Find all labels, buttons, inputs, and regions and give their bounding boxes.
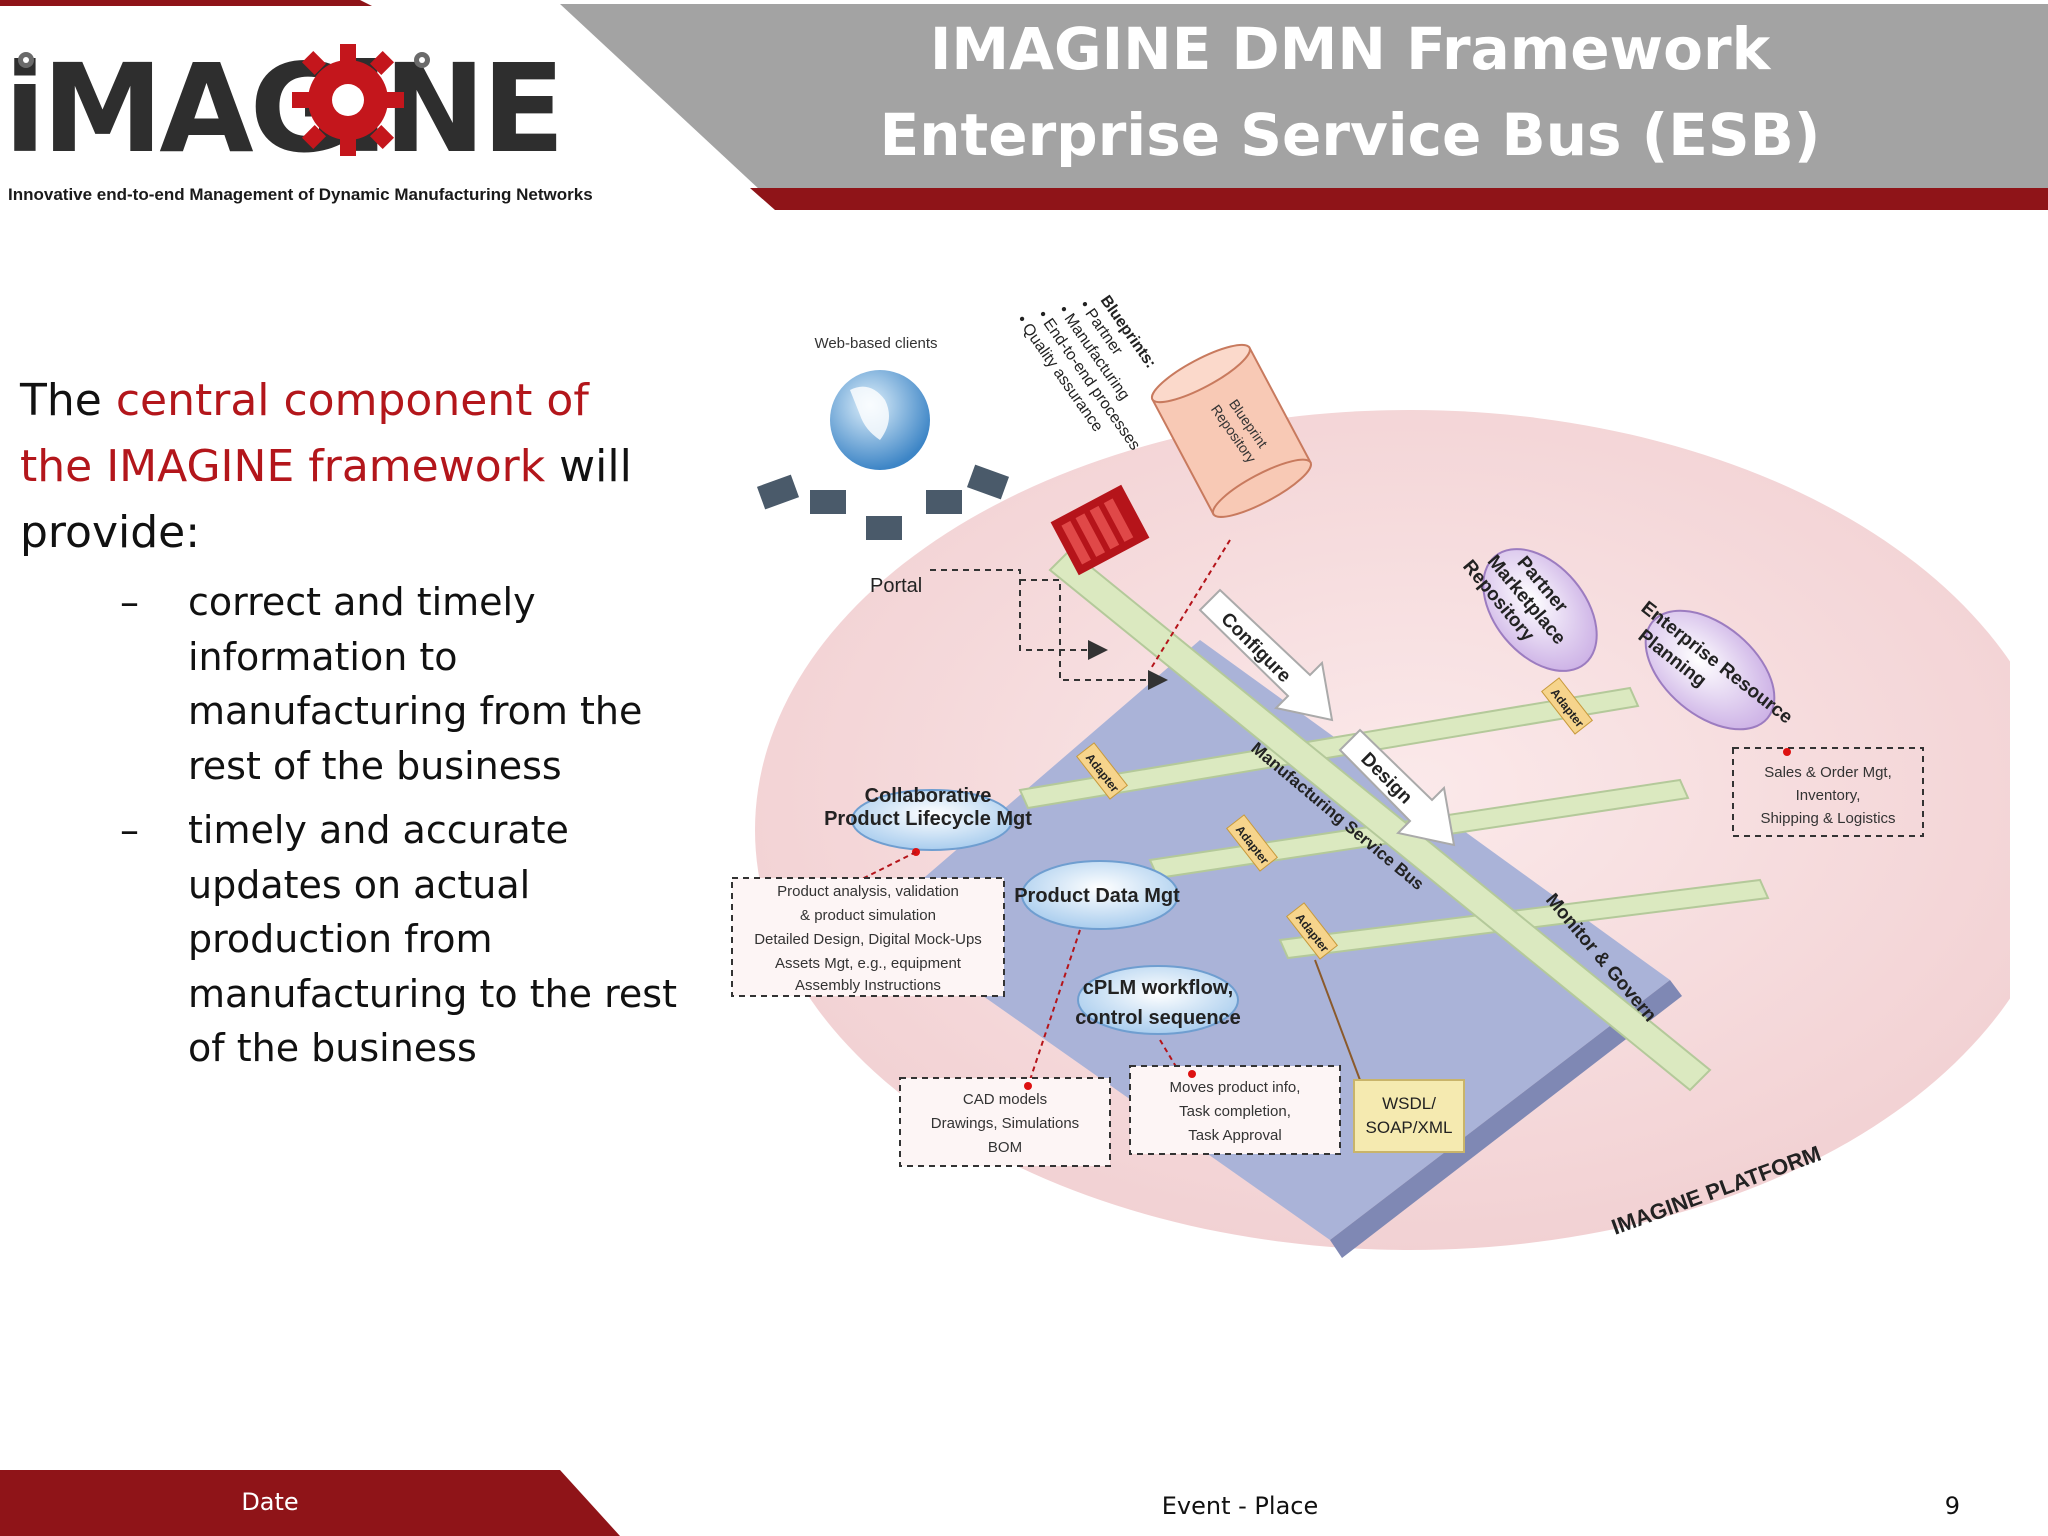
erp-note: Sales & Order Mgt, Inventory, Shipping &… [1732, 747, 1924, 837]
collab-note: Product analysis, validation & product s… [731, 877, 1005, 997]
bar-top [1018, 686, 1640, 810]
collab-note-line: Product analysis, validation [777, 883, 959, 900]
imagine-logo: iMAGiNE Innovative end-to-end Management… [0, 30, 640, 210]
wsdl-box: WSDL/ SOAP/XML [1353, 1079, 1465, 1153]
intro-prefix: The [20, 375, 116, 426]
erp-note-line: Inventory, [1796, 787, 1861, 804]
cad-note-line: CAD models [963, 1091, 1047, 1108]
bullet-list: – correct and timely information to manuf… [120, 575, 680, 1086]
moves-note-line: Task Approval [1188, 1127, 1281, 1144]
header-red-stripe [750, 188, 2048, 210]
repository-connector [1149, 539, 1231, 671]
cad-note-line: BOM [988, 1139, 1022, 1156]
intro-suffix: will provide: [20, 441, 632, 558]
collaborative-plm-node: Collaborative Product Lifecycle Mgt [824, 785, 1032, 856]
laptop-icons [756, 464, 1010, 540]
erp-note-line: Shipping & Logistics [1760, 810, 1895, 827]
bullet-item: – correct and timely information to manuf… [120, 575, 680, 793]
pdm-label: Product Data Mgt [1014, 885, 1180, 907]
header-gray-band [560, 4, 2048, 190]
moves-note: Moves product info, Task completion, Tas… [1129, 1065, 1341, 1155]
bullet-dash: – [120, 808, 139, 852]
gear-icon [292, 44, 404, 156]
cplm-label: cPLM workflow, [1083, 977, 1233, 999]
cplm-workflow-node: cPLM workflow, control sequence [1075, 965, 1241, 1035]
blueprint-repository [1150, 343, 1312, 518]
bullet-text: correct and timely information to manufa… [188, 580, 643, 788]
footer-red-band [0, 1470, 620, 1536]
footer-event: Event - Place [1161, 1492, 1319, 1520]
logo-wordmark: iMAGiNE [4, 38, 565, 180]
collab-note-line: Detailed Design, Digital Mock-Ups [754, 931, 982, 948]
slide-title-line-1: IMAGINE DMN Framework [929, 15, 1771, 83]
intro-paragraph: The central component of the IMAGINE fra… [20, 368, 660, 566]
logo-tagline: Innovative end-to-end Management of Dyna… [8, 185, 593, 204]
slide-title-line-2: Enterprise Service Bus (ESB) [879, 101, 1821, 169]
header-band [0, 0, 2048, 210]
adapter-box: Adapter [1541, 677, 1594, 735]
bullet-text: timely and accurate updates on actual pr… [188, 808, 678, 1070]
collab-note-line: Assets Mgt, e.g., equipment [775, 955, 962, 972]
small-gear-icon-left [18, 52, 34, 68]
collab-label: Product Lifecycle Mgt [824, 808, 1032, 830]
portal-connector-2 [1020, 579, 1168, 690]
moves-note-line: Moves product info, [1170, 1079, 1301, 1096]
bullet-dash: – [120, 580, 139, 624]
web-clients-text: Web-based clients [814, 335, 937, 352]
wsdl-connector [1314, 959, 1361, 1081]
header-top-red-stripe [0, 0, 372, 6]
globe-icon [830, 370, 930, 470]
bullet-item: – timely and accurate updates on actual p… [120, 803, 680, 1076]
manufacturing-service-bus [1048, 548, 1712, 1092]
web-clients-label: Web-based clients [814, 335, 937, 352]
esb-diagram: Manufacturing Service Bus Adapter Adapte… [720, 280, 2010, 1258]
blueprints-list: Blueprints: • Partner • Manufacturing • … [1013, 293, 1159, 454]
product-data-mgt-node: Product Data Mgt [1014, 860, 1180, 930]
portal-label: Portal [870, 575, 922, 597]
collab-label: Collaborative [865, 785, 992, 807]
cad-note-line: Drawings, Simulations [931, 1115, 1079, 1132]
small-gear-icon-right [414, 52, 430, 68]
moves-note-line: Task completion, [1179, 1103, 1291, 1120]
wsdl-label: SOAP/XML [1366, 1118, 1453, 1137]
erp-note-line: Sales & Order Mgt, [1764, 764, 1892, 781]
wsdl-label: WSDL/ [1382, 1094, 1436, 1113]
intro-highlight: central component of the IMAGINE framewo… [20, 375, 589, 492]
server-icon [1050, 484, 1150, 576]
cplm-label: control sequence [1075, 1007, 1241, 1029]
footer-date: Date [241, 1488, 299, 1516]
footer-band [0, 1470, 620, 1536]
collab-connector [859, 851, 917, 881]
footer-page-number: 9 [1944, 1492, 1960, 1520]
bus-board-edge [1330, 980, 1682, 1258]
collab-note-line: Assembly Instructions [795, 977, 941, 994]
collab-note-line: & product simulation [800, 907, 936, 924]
cad-note: CAD models Drawings, Simulations BOM [899, 1077, 1111, 1167]
